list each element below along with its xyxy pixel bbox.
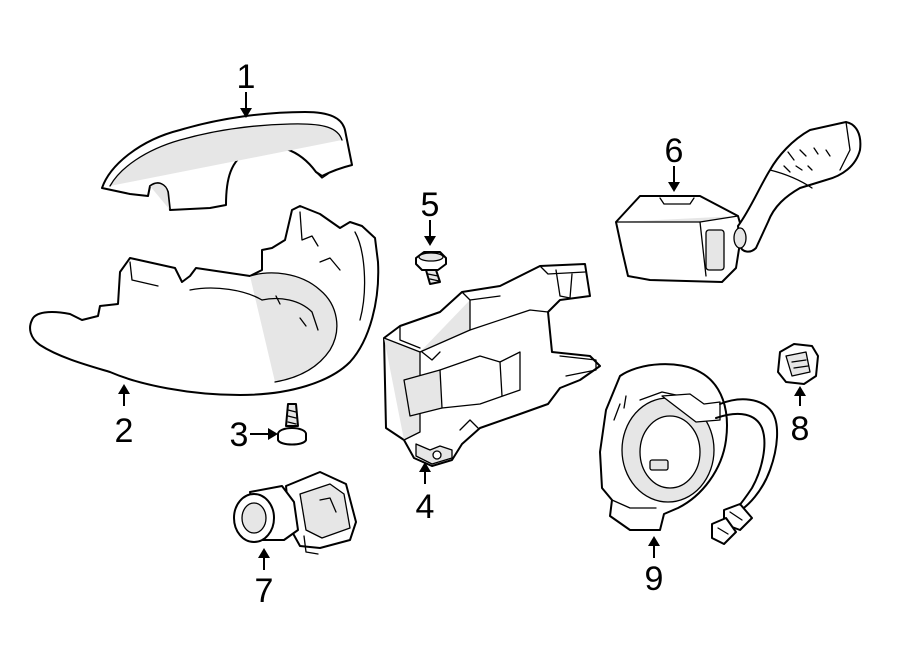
callout-label-7: 7 [255,572,274,610]
callout-7: 7 [255,548,274,610]
arrowhead [258,548,270,558]
part-7-ignition-switch [233,471,357,555]
callout-9: 9 [645,536,664,598]
callout-label-5: 5 [421,186,440,224]
part-3-screw [277,403,307,446]
part-2-lower-shroud [29,205,380,396]
callout-4: 4 [416,462,435,526]
part-6-multifunction-switch [615,121,862,283]
arrowhead [424,236,436,246]
callout-label-8: 8 [791,410,810,448]
callout-6: 6 [665,132,684,192]
callout-2: 2 [115,384,134,450]
arrowhead [419,462,431,472]
part-8-connector [777,343,819,385]
callout-1: 1 [237,58,256,118]
arrowhead [648,536,660,546]
callout-8: 8 [791,386,810,448]
callout-label-9: 9 [645,560,664,598]
callout-3: 3 [230,416,278,454]
callout-label-6: 6 [665,132,684,170]
part-1-upper-shroud [101,111,353,211]
callout-label-4: 4 [416,488,435,526]
arrowhead [240,108,252,118]
part-5-bolt [415,251,447,285]
callout-label-3: 3 [230,416,249,454]
callout-label-2: 2 [115,412,134,450]
arrowhead [794,386,806,396]
arrowhead [668,182,680,192]
callout-label-1: 1 [237,58,256,96]
arrowhead [268,428,278,440]
part-4-bracket-housing [383,263,601,467]
part-9-clockspring [599,363,778,545]
arrowhead [118,384,130,394]
callout-5: 5 [421,186,440,246]
